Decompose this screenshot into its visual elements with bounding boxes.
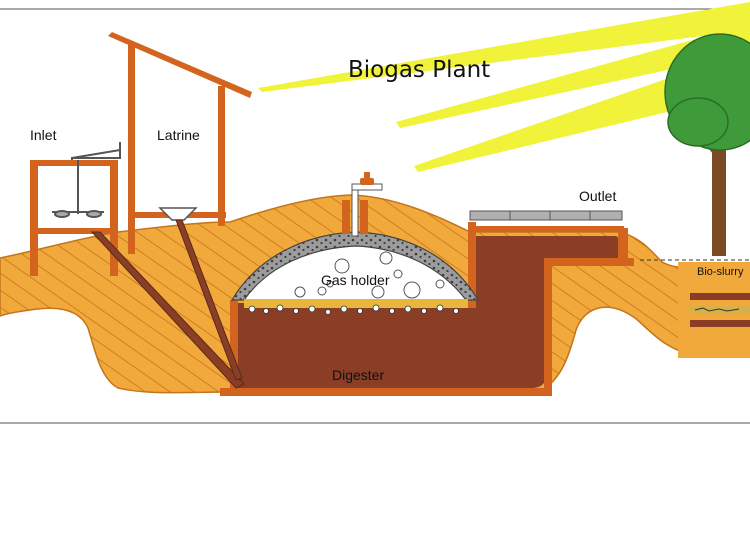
slurry-layer [690,320,750,327]
mixer-handle-icon [52,142,121,218]
gas-holder-label: Gas holder [321,272,390,288]
outlet-label: Outlet [579,188,616,204]
gas-bubbles [294,251,445,299]
dome-shell [230,231,480,301]
slurry-layer [690,293,750,300]
scum-layer [244,299,468,315]
bio-slurry-label: Bio-slurry [697,266,744,278]
tree-leaves-lower [667,97,729,147]
inlet-pipe [90,231,245,389]
slurry-layer-speckle [694,307,740,312]
tree-icon [664,33,750,256]
bio-slurry-pit [640,259,750,358]
latrine-label: Latrine [157,127,200,143]
latrine-pan [158,207,198,221]
gas-valve-icon [342,172,383,237]
diagram-title: Biogas Plant [348,57,490,83]
inlet-tank [30,160,118,276]
outlet-cover [469,210,623,221]
latrine-pipe [175,219,243,381]
inlet-label: Inlet [30,127,57,143]
digester-slurry [236,236,628,388]
digester-label: Digester [332,367,384,383]
slurry-layer [690,306,750,314]
digester-walls [220,222,634,396]
